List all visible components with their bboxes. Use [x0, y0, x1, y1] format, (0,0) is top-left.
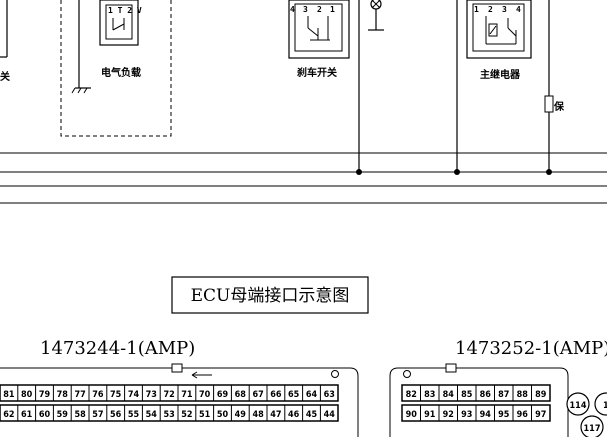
- brake-switch-label: 刹车开关: [297, 66, 337, 79]
- main-relay: 1 2 3 4 主继电器: [466, 0, 532, 81]
- relay-pin-3: 3: [502, 5, 507, 14]
- ecu-pin-62: 62: [3, 410, 14, 420]
- circle-pins: 114 11 117: [566, 392, 607, 437]
- ecu-pin-51: 51: [199, 410, 211, 420]
- ecu-pin-65: 65: [288, 390, 300, 400]
- ecu-pin-66: 66: [270, 390, 282, 400]
- fuse: 保: [544, 95, 565, 113]
- ecu-pin-72: 72: [163, 390, 174, 400]
- ecu-pin-84: 84: [443, 390, 455, 400]
- relay-pin-2: 2: [488, 5, 493, 14]
- ecu-pin-55: 55: [128, 410, 140, 420]
- ecu-pin-70: 70: [199, 390, 211, 400]
- ecu-pin-58: 58: [74, 410, 86, 420]
- circle-pin-117: 117: [584, 424, 601, 434]
- ecu-pin-61: 61: [21, 410, 33, 420]
- ecu-pin-78: 78: [57, 390, 69, 400]
- circle-pin-114: 114: [570, 401, 587, 411]
- ecu-pin-47: 47: [270, 410, 281, 420]
- right-ecu-connector: 82 83 84 85 86 87 88 89 90 91 92 93 94 95 96 97: [389, 363, 569, 437]
- left-edge-label: 关: [0, 70, 10, 83]
- ecu-pin-79: 79: [39, 390, 51, 400]
- trunk-lines: [358, 0, 550, 172]
- ecu-pin-64: 64: [306, 390, 318, 400]
- ecu-pin-86: 86: [480, 390, 492, 400]
- ecu-pin-87: 87: [498, 390, 509, 400]
- ecu-pin-96: 96: [517, 410, 529, 420]
- ecu-pin-56: 56: [110, 410, 122, 420]
- left-pin-row-1: 81 80 79 78 77 76 75 74 73 72 71 70 69 68 67 66 65 64 63: [3, 385, 335, 401]
- ecu-pin-75: 75: [110, 390, 122, 400]
- ecu-pin-57: 57: [92, 410, 103, 420]
- left-ecu-connector: 81 80 79 78 77 76 75 74 73 72 71 70 69 68 67 66 65 64 63 6…: [0, 363, 359, 437]
- ecu-pin-60: 60: [39, 410, 51, 420]
- electrical-load-label: 电气负载: [101, 66, 141, 79]
- ecu-pin-52: 52: [181, 410, 192, 420]
- brake-pin-3: 3: [303, 5, 308, 14]
- left-partial-component: 关: [0, 0, 10, 83]
- right-pin-row-2: 90 91 92 93 94 95 96 97: [406, 405, 546, 421]
- ecu-pin-53: 53: [163, 410, 174, 420]
- ecu-pin-88: 88: [517, 390, 529, 400]
- ecu-pin-89: 89: [535, 390, 547, 400]
- ecu-pin-67: 67: [252, 390, 263, 400]
- ecu-pin-50: 50: [217, 410, 229, 420]
- left-connector-part-number: 1473244-1(AMP): [40, 338, 195, 359]
- ecu-pin-91: 91: [424, 410, 436, 420]
- ecu-pin-85: 85: [461, 390, 473, 400]
- ecu-pin-94: 94: [480, 410, 492, 420]
- ecu-pin-71: 71: [181, 390, 193, 400]
- ecu-title: ECU母端接口示意图: [191, 286, 350, 306]
- ecu-pin-76: 76: [92, 390, 104, 400]
- ecu-pin-48: 48: [252, 410, 264, 420]
- ecu-pin-92: 92: [443, 410, 454, 420]
- bus-lines: [0, 152, 607, 204]
- ecu-pin-97: 97: [535, 410, 546, 420]
- ecu-pin-54: 54: [146, 410, 158, 420]
- fuse-label: 保: [553, 100, 565, 113]
- ecu-pin-74: 74: [128, 390, 140, 400]
- ecu-pin-83: 83: [424, 390, 435, 400]
- right-connector-part-number: 1473252-1(AMP): [455, 338, 607, 359]
- ecu-pin-81: 81: [3, 390, 15, 400]
- ecu-pin-68: 68: [235, 390, 247, 400]
- ecu-pin-93: 93: [461, 410, 472, 420]
- ecu-pin-80: 80: [21, 390, 33, 400]
- ecu-pin-63: 63: [324, 390, 335, 400]
- ecu-pin-45: 45: [306, 410, 318, 420]
- ecu-pin-69: 69: [217, 390, 229, 400]
- ecu-pin-59: 59: [57, 410, 69, 420]
- ecu-pin-44: 44: [324, 410, 336, 420]
- brake-pin-1: 1: [330, 5, 335, 14]
- ecu-pin-82: 82: [406, 390, 417, 400]
- ecu-pin-95: 95: [498, 410, 510, 420]
- main-relay-label: 主继电器: [480, 68, 521, 81]
- ecu-pin-49: 49: [235, 410, 247, 420]
- relay-pin-4: 4: [516, 5, 521, 14]
- brake-pin-2: 2: [317, 5, 322, 14]
- relay-pin-1: 1: [474, 5, 479, 14]
- circle-pin-11: 11: [603, 401, 607, 411]
- ecu-pin-90: 90: [406, 410, 418, 420]
- electrical-load-group: 1 T 2 V 电气负载: [60, 0, 172, 137]
- ecu-title-box: ECU母端接口示意图: [171, 276, 369, 314]
- left-pin-row-2: 62 61 60 59 58 57 56 55 54 53 52 51 50 49 48 47 46 45 44: [3, 405, 335, 421]
- lamp: [368, 0, 384, 31]
- ecu-pin-73: 73: [146, 390, 157, 400]
- ecu-pin-77: 77: [74, 390, 85, 400]
- brake-pin-4: 4: [290, 5, 295, 14]
- right-pin-row-1: 82 83 84 85 86 87 88 89: [406, 385, 547, 401]
- ecu-pin-46: 46: [288, 410, 300, 420]
- brake-switch: 4 3 2 1 刹车开关: [288, 0, 350, 79]
- load-pin-labels: 1 T 2 V: [108, 6, 142, 15]
